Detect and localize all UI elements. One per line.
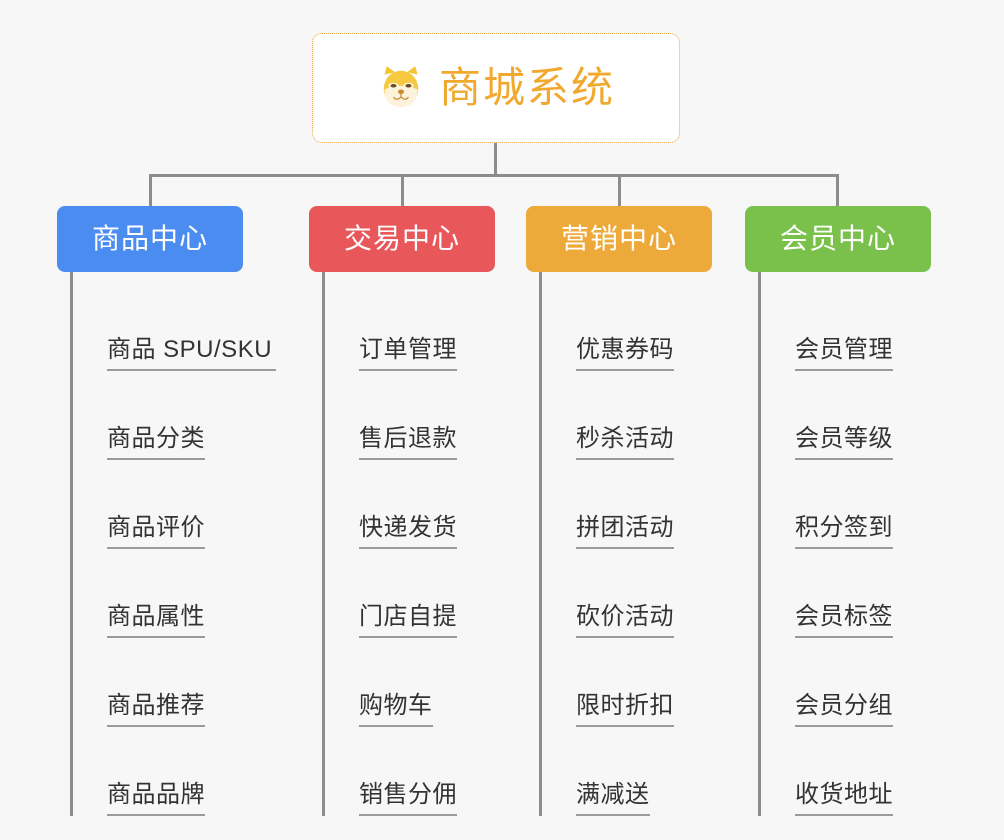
item-label: 商品品牌 <box>107 781 205 816</box>
connector-root-stem <box>494 143 497 176</box>
branch-items-4: 会员管理 会员等级 积分签到 会员标签 会员分组 收货地址 <box>758 272 955 816</box>
root-node[interactable]: 商城系统 <box>312 33 680 143</box>
connector-drop-3 <box>618 174 621 208</box>
item-label: 商品属性 <box>107 603 205 638</box>
item-label: 订单管理 <box>359 336 457 371</box>
list-item[interactable]: 商品 SPU/SKU <box>73 282 307 371</box>
list-item[interactable]: 会员管理 <box>761 282 955 371</box>
item-label: 优惠券码 <box>576 336 674 371</box>
branch-label-3: 营销中心 <box>560 223 677 254</box>
item-label: 积分签到 <box>795 514 893 549</box>
branch-items-2: 订单管理 售后退款 快递发货 门店自提 购物车 销售分佣 <box>322 272 519 816</box>
item-label: 砍价活动 <box>576 603 674 638</box>
list-item[interactable]: 积分签到 <box>761 460 955 549</box>
list-item[interactable]: 售后退款 <box>325 371 519 460</box>
list-item[interactable]: 会员等级 <box>761 371 955 460</box>
shiba-dog-face-icon <box>383 66 419 107</box>
list-item[interactable]: 门店自提 <box>325 549 519 638</box>
item-label: 商品分类 <box>107 425 205 460</box>
item-label: 门店自提 <box>359 603 457 638</box>
item-label: 会员分组 <box>795 692 893 727</box>
item-label: 购物车 <box>359 692 433 727</box>
branch-header-3[interactable]: 营销中心 <box>526 206 712 272</box>
item-label: 快递发货 <box>359 514 457 549</box>
list-item[interactable]: 会员分组 <box>761 638 955 727</box>
item-label: 会员管理 <box>795 336 893 371</box>
branch-label-1: 商品中心 <box>91 223 208 254</box>
item-label: 售后退款 <box>359 425 457 460</box>
list-item[interactable]: 购物车 <box>325 638 519 727</box>
list-item[interactable]: 商品推荐 <box>73 638 307 727</box>
branch-label-2: 交易中心 <box>343 223 460 254</box>
branch-header-4[interactable]: 会员中心 <box>745 206 931 272</box>
list-item[interactable]: 商品品牌 <box>73 727 307 816</box>
list-item[interactable]: 快递发货 <box>325 460 519 549</box>
item-label: 商品 SPU/SKU <box>107 336 277 371</box>
branch-column-1: 商品中心 商品 SPU/SKU 商品分类 商品评价 商品属性 商品推荐 商品品牌 <box>57 206 307 816</box>
item-label: 满减送 <box>576 781 650 816</box>
list-item[interactable]: 商品属性 <box>73 549 307 638</box>
branch-label-4: 会员中心 <box>779 223 896 254</box>
connector-drop-2 <box>401 174 404 208</box>
list-item[interactable]: 收货地址 <box>761 727 955 816</box>
list-item[interactable]: 秒杀活动 <box>542 371 736 460</box>
branch-items-3: 优惠券码 秒杀活动 拼团活动 砍价活动 限时折扣 满减送 <box>539 272 736 816</box>
connector-horizontal-bus <box>149 174 839 177</box>
list-item[interactable]: 商品分类 <box>73 371 307 460</box>
list-item[interactable]: 订单管理 <box>325 282 519 371</box>
list-item[interactable]: 限时折扣 <box>542 638 736 727</box>
item-label: 会员等级 <box>795 425 893 460</box>
branch-header-1[interactable]: 商品中心 <box>57 206 243 272</box>
item-label: 商品推荐 <box>107 692 205 727</box>
branch-column-2: 交易中心 订单管理 售后退款 快递发货 门店自提 购物车 销售分佣 <box>309 206 519 816</box>
list-item[interactable]: 商品评价 <box>73 460 307 549</box>
root-title: 商城系统 <box>438 64 615 111</box>
item-label: 限时折扣 <box>576 692 674 727</box>
item-label: 秒杀活动 <box>576 425 674 460</box>
connector-drop-4 <box>836 174 839 208</box>
branch-column-3: 营销中心 优惠券码 秒杀活动 拼团活动 砍价活动 限时折扣 满减送 <box>526 206 736 816</box>
list-item[interactable]: 会员标签 <box>761 549 955 638</box>
list-item[interactable]: 销售分佣 <box>325 727 519 816</box>
item-label: 拼团活动 <box>576 514 674 549</box>
list-item[interactable]: 砍价活动 <box>542 549 736 638</box>
item-label: 销售分佣 <box>359 781 457 816</box>
item-label: 收货地址 <box>795 781 893 816</box>
branch-column-4: 会员中心 会员管理 会员等级 积分签到 会员标签 会员分组 收货地址 <box>745 206 955 816</box>
list-item[interactable]: 优惠券码 <box>542 282 736 371</box>
item-label: 会员标签 <box>795 603 893 638</box>
connector-drop-1 <box>149 174 152 208</box>
branch-header-2[interactable]: 交易中心 <box>309 206 495 272</box>
list-item[interactable]: 满减送 <box>542 727 736 816</box>
list-item[interactable]: 拼团活动 <box>542 460 736 549</box>
branch-items-1: 商品 SPU/SKU 商品分类 商品评价 商品属性 商品推荐 商品品牌 <box>70 272 307 816</box>
item-label: 商品评价 <box>107 514 205 549</box>
